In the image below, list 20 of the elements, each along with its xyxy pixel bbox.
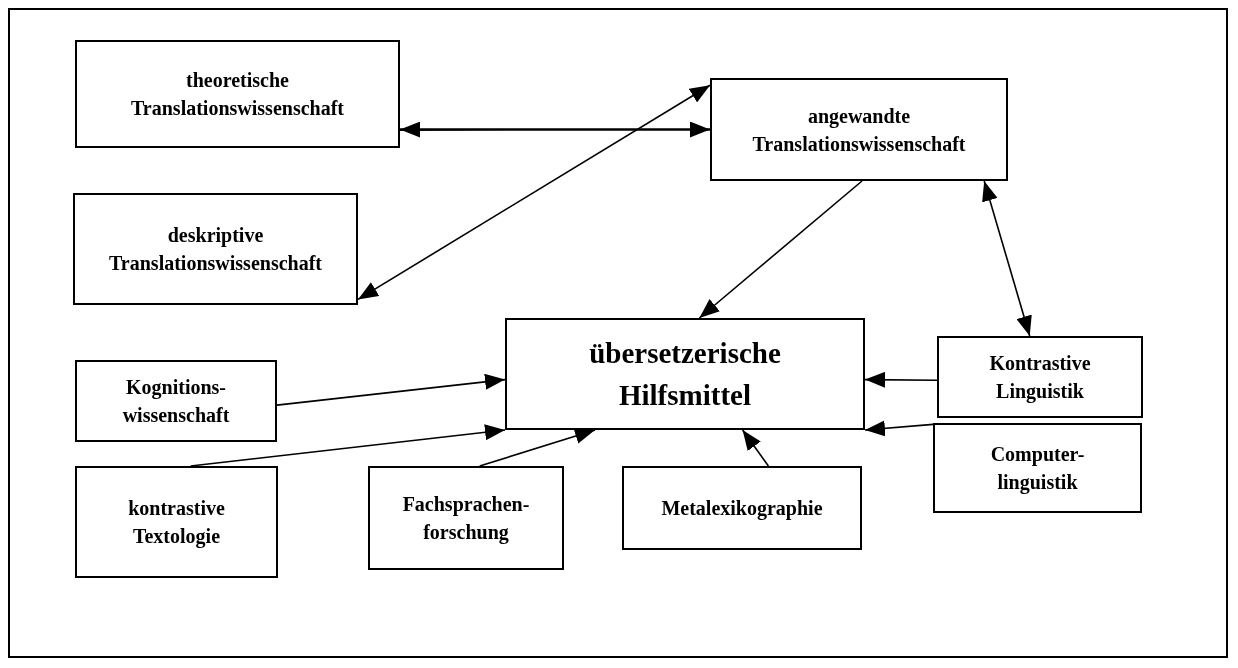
process-box: Metalexikographie <box>622 466 862 550</box>
process-box: Kontrastive Linguistik <box>937 336 1143 418</box>
arrow <box>864 371 938 388</box>
process-box: Computer-linguistik <box>933 423 1142 513</box>
arrow <box>400 121 710 138</box>
process-box: deskriptive Translationswissenschaft <box>73 193 358 305</box>
arrow <box>276 373 506 406</box>
arrow <box>741 429 770 467</box>
arrow <box>357 84 711 301</box>
arrow <box>982 180 1032 337</box>
arrow <box>189 424 506 467</box>
process-box: angewandte Translationswissenschaft <box>710 78 1008 181</box>
process-box: theoretische Translationswissenschaft <box>75 40 400 148</box>
process-box: kontrastive Textologie <box>75 466 278 578</box>
process-box: Fachsprachen-forschung <box>368 466 564 570</box>
arrow <box>478 428 596 467</box>
process-box: übersetzerische Hilfsmittel <box>505 318 865 430</box>
arrow <box>864 420 934 437</box>
process-box: Kognitions-wissenschaft <box>75 360 277 442</box>
arrow <box>698 180 863 319</box>
